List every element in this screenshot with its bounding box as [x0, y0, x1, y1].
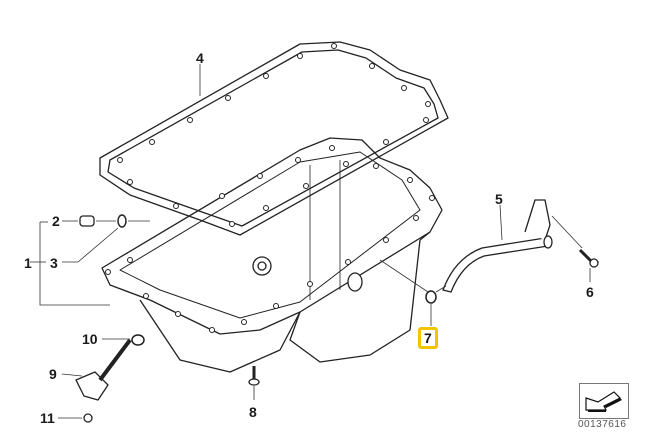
diagram-reference-number: 00137616 — [578, 419, 627, 430]
callout-10[interactable]: 10 — [82, 331, 98, 347]
callout-2[interactable]: 2 — [52, 213, 60, 229]
bolt-part-6 — [578, 248, 599, 268]
callout-7-highlighted[interactable]: 7 — [418, 327, 438, 349]
oil-pan — [101, 137, 443, 373]
callout-3[interactable]: 3 — [50, 255, 58, 271]
back-navigation-button[interactable] — [579, 383, 629, 419]
callout-4[interactable]: 4 — [196, 50, 204, 66]
callout-5[interactable]: 5 — [495, 191, 503, 207]
callout-8[interactable]: 8 — [249, 404, 257, 420]
callout-6[interactable]: 6 — [586, 284, 594, 300]
back-arrow-icon — [585, 391, 622, 412]
callout-9[interactable]: 9 — [49, 366, 57, 382]
callout-1[interactable]: 1 — [24, 255, 32, 271]
gasket-part-4 — [99, 41, 449, 236]
dipstick-tube-part-5 — [442, 199, 553, 293]
seal-ring-part-7 — [425, 290, 437, 304]
callout-11[interactable]: 11 — [40, 410, 55, 426]
